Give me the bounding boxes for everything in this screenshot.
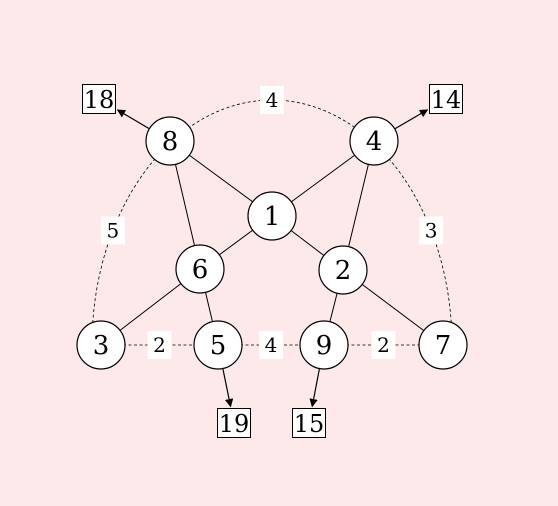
edge-weight-label: 4 (266, 88, 279, 112)
edge-weights: 2 4 2 4 5 3 (100, 86, 444, 359)
node-9: 9 (299, 320, 349, 370)
output-value: 14 (431, 86, 462, 114)
node-label: 8 (162, 127, 179, 157)
node-3: 3 (76, 320, 126, 370)
node-label: 5 (210, 331, 227, 361)
output-value: 19 (219, 410, 250, 438)
node-2: 2 (318, 245, 368, 295)
node-4: 4 (349, 116, 399, 166)
output-box-5: 19 (217, 408, 251, 438)
edge-weight-box (260, 86, 284, 114)
output-value: 15 (294, 410, 325, 438)
graph-nodes: 1 2 3 4 5 6 7 8 9 (76, 116, 468, 370)
edge-weight-box (100, 216, 125, 245)
node-8: 8 (145, 116, 195, 166)
node-label: 7 (435, 331, 452, 361)
node-label: 6 (192, 255, 209, 285)
node-circle (76, 320, 126, 370)
node-circle (318, 245, 368, 295)
edge-weight-box (147, 331, 172, 359)
edge-weight-label: 2 (153, 333, 166, 357)
node-7: 7 (418, 320, 468, 370)
output-box-9: 15 (292, 408, 326, 438)
node-label: 2 (335, 256, 352, 286)
node-circle (145, 116, 195, 166)
edge-weight-label: 2 (377, 333, 390, 357)
node-circle (418, 320, 468, 370)
edge-weight-label: 3 (425, 218, 438, 242)
output-box-frame (429, 84, 463, 114)
output-box-8: 18 (82, 84, 116, 114)
node-circle (247, 191, 297, 241)
output-box-frame (217, 408, 251, 438)
output-box-frame (82, 84, 116, 114)
output-arrows (116, 109, 429, 408)
edge-weight-label: 5 (107, 218, 120, 242)
output-arrow-5 (222, 368, 234, 408)
node-1: 1 (247, 191, 297, 241)
edge-weight-box (259, 331, 283, 359)
output-box-4: 14 (429, 84, 463, 114)
node-label: 3 (93, 331, 110, 361)
node-circle (175, 244, 225, 294)
node-circle (299, 320, 349, 370)
output-arrow-4 (394, 109, 429, 130)
node-5: 5 (193, 320, 243, 370)
output-box-frame (292, 408, 326, 438)
node-label: 9 (316, 331, 333, 361)
output-arrow-9 (309, 368, 321, 408)
node-circle (349, 116, 399, 166)
edge-weight-box (371, 331, 396, 359)
node-6: 6 (175, 244, 225, 294)
output-value: 18 (84, 86, 115, 114)
edge-weight-label: 4 (265, 333, 278, 357)
node-label: 4 (366, 127, 383, 157)
output-arrow-8 (116, 109, 150, 130)
edge-weight-box (419, 216, 444, 245)
node-circle (193, 320, 243, 370)
node-label: 1 (264, 202, 281, 232)
